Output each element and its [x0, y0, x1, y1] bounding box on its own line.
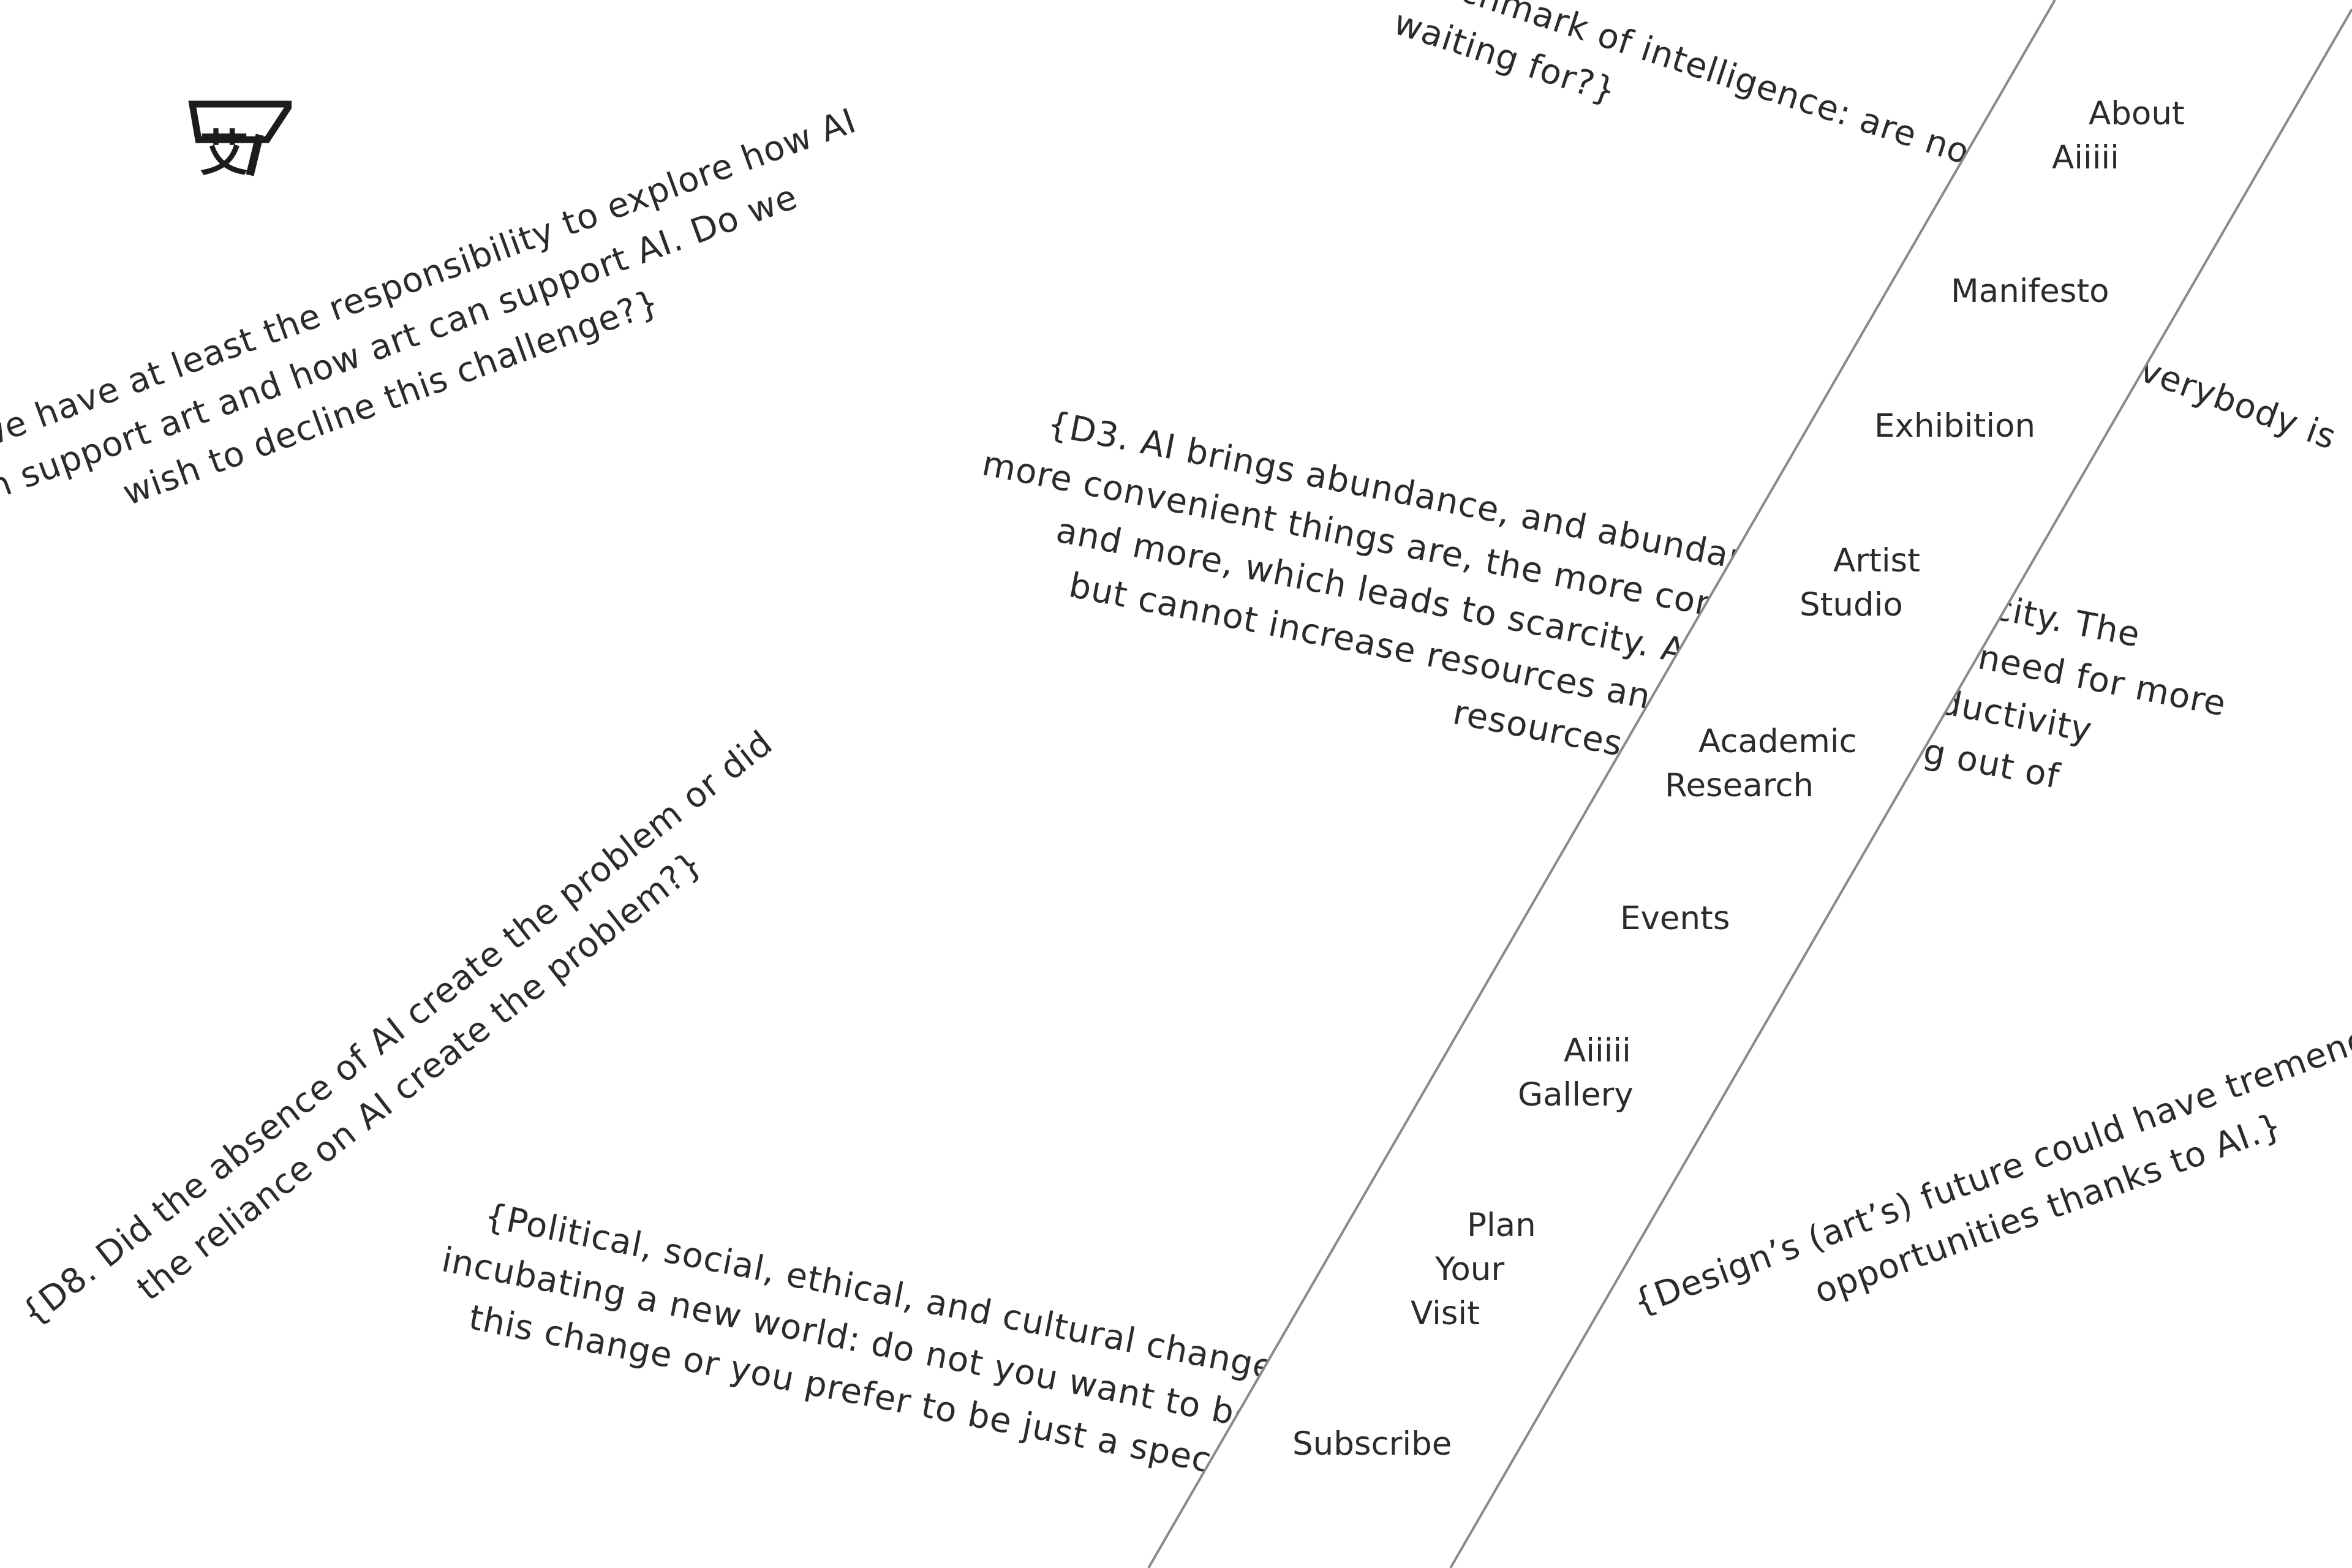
- nav-subscribe-label: Subscribe: [1292, 1425, 1452, 1463]
- nav-gallery[interactable]: Aiiiii Gallery: [1518, 1029, 1634, 1117]
- logo-glyph: 艾: [200, 125, 249, 176]
- nav-events-label: Events: [1620, 900, 1730, 937]
- nav-artist-studio[interactable]: Artist Studio: [1800, 539, 1920, 627]
- nav-about-line: Aiiiii: [2052, 139, 2119, 176]
- statement-everybody: everybody is: [2112, 337, 2352, 474]
- nav-manifesto[interactable]: Manifesto: [1951, 270, 2109, 314]
- nav-plan-visit-line: Your: [1435, 1251, 1505, 1288]
- statement-d3: {D3. AI brings abundance, and abundance …: [948, 388, 2229, 874]
- nav-academic-research-line: Research: [1665, 767, 1814, 804]
- statement-political: {Political, social, ethical, and cultura…: [356, 1170, 1468, 1532]
- nav-exhibition[interactable]: Exhibition: [1874, 404, 2035, 448]
- statement-design-future: {Design’s (art’s) future could have trem…: [1591, 979, 2352, 1390]
- nav-subscribe[interactable]: Subscribe: [1292, 1422, 1452, 1466]
- aiiiii-logo-icon[interactable]: 艾: [181, 97, 292, 176]
- statement-responsibility: {Don't we have at least the responsibili…: [0, 86, 924, 612]
- nav-about-line: About: [2089, 95, 2185, 132]
- nav-artist-studio-line: Artist: [1833, 542, 1920, 579]
- nav-plan-your-visit[interactable]: Plan Your Visit: [1411, 1204, 1536, 1336]
- statement-line: everybody is: [2114, 342, 2342, 458]
- nav-manifesto-label: Manifesto: [1951, 273, 2109, 310]
- nav-gallery-line: Aiiiii: [1564, 1032, 1631, 1069]
- nav-academic-research[interactable]: Academic Research: [1665, 720, 1857, 808]
- nav-exhibition-label: Exhibition: [1874, 407, 2036, 445]
- nav-about[interactable]: About Aiiiii: [2052, 92, 2185, 180]
- nav-academic-research-line: Academic: [1698, 723, 1857, 760]
- statement-benchmark: {Design (art) is the benchmark of intell…: [1002, 0, 2024, 243]
- nav-gallery-line: Gallery: [1518, 1076, 1634, 1114]
- nav-events[interactable]: Events: [1620, 897, 1730, 941]
- nav-artist-studio-line: Studio: [1800, 586, 1903, 624]
- nav-plan-visit-line: Plan: [1467, 1207, 1536, 1244]
- nav-plan-visit-line: Visit: [1411, 1295, 1480, 1332]
